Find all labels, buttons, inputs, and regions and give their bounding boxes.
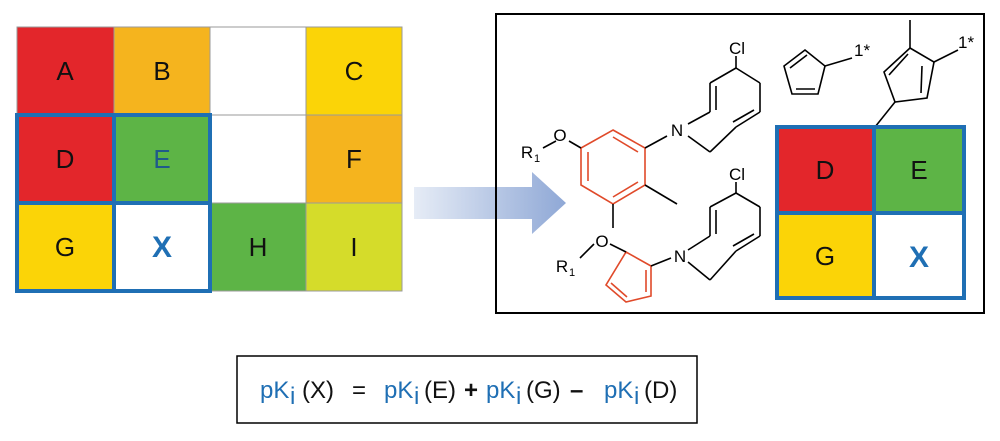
formula-plus: + [464, 377, 478, 404]
formula-sub-d: i [634, 383, 639, 410]
substituent-matrix: A B C D E F G X H I [15, 26, 403, 293]
label-c: C [345, 56, 364, 86]
matrix-cell-a [16, 26, 115, 116]
mini-matrix: D E G X [775, 125, 966, 300]
formula-pk-g: pK [486, 377, 515, 404]
label-h: H [249, 232, 268, 262]
formula-sub-g: i [516, 383, 521, 410]
fragment-cyclopentadiene [783, 48, 853, 95]
formula-term-g: (G) [526, 377, 561, 404]
label-f: F [346, 144, 362, 174]
matrix-cell-empty-2 [209, 114, 307, 204]
formula: pK i (X) = pK i (E) + pK i (G) – pK i (D… [260, 377, 677, 410]
oxygen-top: O [553, 126, 566, 145]
matrix-cell-f [305, 114, 403, 204]
chlorine-bottom: Cl [729, 165, 745, 184]
mini-cell-g [775, 211, 876, 300]
mini-cell-x [872, 211, 966, 300]
label-x: X [152, 231, 172, 264]
label-a: A [56, 56, 74, 86]
formula-pk-d: pK [604, 377, 633, 404]
formula-box [236, 355, 698, 424]
matrix-cell-e [113, 114, 211, 204]
label-i: I [350, 232, 357, 262]
mini-label-g: G [815, 241, 835, 271]
formula-term-d: (D) [644, 377, 677, 404]
structure-top [542, 56, 761, 228]
fragment-methyl-cyclopentadiene [874, 20, 959, 128]
label-e: E [153, 144, 170, 174]
nitrogen-bottom: N [674, 247, 686, 266]
matrix-cell-i [305, 202, 403, 292]
formula-term-x: (X) [302, 377, 334, 404]
label-b: B [153, 56, 170, 86]
matrix-cell-c [305, 26, 403, 116]
formula-sub-e: i [414, 383, 419, 410]
label-g: G [55, 232, 75, 262]
formula-minus: – [570, 377, 583, 404]
attachment-label-right: 1* [958, 33, 974, 52]
transfer-arrow-icon [414, 172, 566, 234]
highlight-cell-x [112, 201, 212, 293]
matrix-cell-d [16, 114, 115, 204]
attachment-label-left: 1* [854, 41, 870, 60]
r-group-bottom-sub: 1 [569, 267, 575, 279]
formula-pk-x: pK [260, 377, 289, 404]
formula-term-e: (E) [424, 377, 456, 404]
mini-label-e: E [910, 155, 927, 185]
r-group-top-sub: 1 [534, 153, 540, 165]
nitrogen-top: N [671, 121, 683, 140]
structure-bottom [579, 182, 761, 303]
r-group-bottom: R [556, 257, 568, 276]
r-group-top: R [521, 143, 533, 162]
formula-pk-e: pK [384, 377, 413, 404]
matrix-cell-b [113, 26, 211, 116]
formula-sub-x: i [290, 383, 295, 410]
mini-label-x: X [909, 241, 929, 274]
mini-label-d: D [816, 155, 835, 185]
formula-equals: = [352, 377, 366, 404]
label-d: D [56, 144, 75, 174]
structure-panel [495, 13, 985, 314]
matrix-cell-empty-1 [209, 26, 307, 116]
chlorine-top: Cl [729, 39, 745, 58]
oxygen-bottom: O [595, 232, 608, 251]
